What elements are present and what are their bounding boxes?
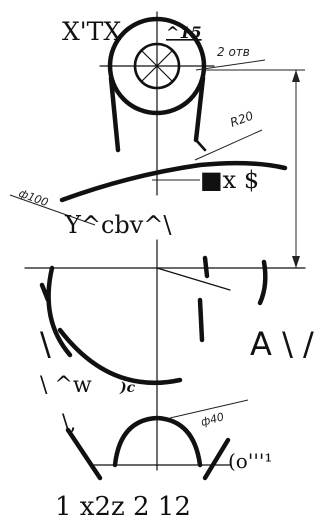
big-glyph: A \ / [250,325,314,363]
flange-arc [59,160,288,203]
middle-view [24,239,306,471]
mid-diagonal [156,267,231,291]
mid-stub-right [257,259,268,306]
top-note: ^15 [166,23,202,42]
symbol-label: ■x $ [200,166,259,194]
mid-stub-center [197,297,205,343]
mid-arc-left [46,265,73,358]
bottom-view [65,415,231,481]
radius-label: R20 [228,108,255,129]
holes-label: 2 отв [217,45,250,59]
boss-wall-left [108,75,121,153]
top-boss [59,11,288,203]
boss-wall-right [193,75,206,143]
dim-arrow-top [292,70,300,82]
top-title: X'TX [62,17,121,46]
slash-left: \ [40,325,51,363]
dia-left-leader [9,194,96,226]
dia-left-label: ф100 [17,187,50,210]
bottom-line-right [202,437,231,481]
dim-arrow-bottom [292,256,300,268]
mid-arc-big [57,327,183,385]
bottom-line-label: 1 x2z 2 12 [55,492,191,522]
holes-leader [195,59,266,71]
dia-bottom-label: ф40 [199,410,225,429]
slash-small: \, [62,411,76,436]
flange-step [194,138,207,152]
mid-stub-top [202,255,210,279]
w-sub: )c [119,380,136,396]
bottom-semicircle [112,415,203,468]
bottom-line-left [65,427,103,481]
w-label: \ ^w [40,373,92,398]
bottom-right-label: (o'''¹ [228,449,272,473]
mid-title: Y^cbv^\ [64,211,172,239]
mid-stub-left [39,282,51,303]
radius-leader [194,129,263,161]
dia-bottom-leader [169,399,249,419]
